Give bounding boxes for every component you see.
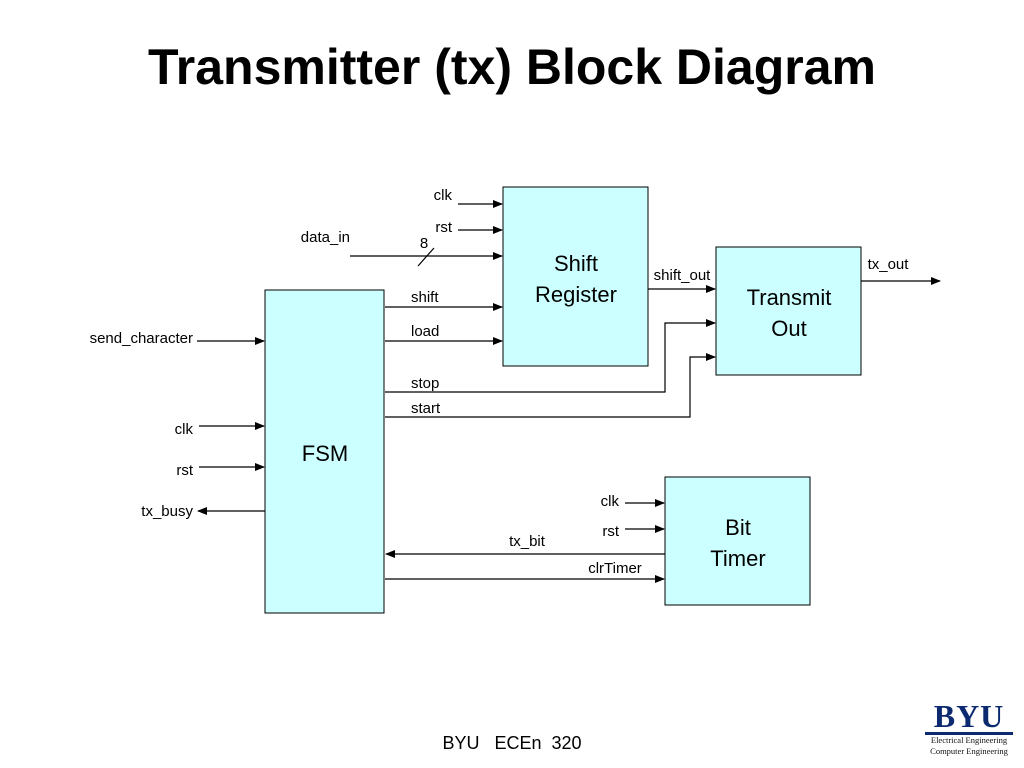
shift-register-label-line2: Register	[535, 282, 617, 307]
logo-line1: Electrical Engineering	[930, 735, 1008, 745]
bt-clk-label: clk	[601, 493, 620, 510]
bit-timer-block	[664, 476, 811, 606]
sr-rst-label: rst	[435, 219, 452, 236]
shift-out-label: shift_out	[654, 267, 712, 284]
send-character-label: send_character	[90, 330, 193, 347]
logo-line2: Computer Engineering	[930, 746, 1008, 756]
footer-text: BYU ECEn 320	[442, 733, 582, 753]
stop-wire	[385, 319, 716, 393]
bus-width-label: 8	[420, 235, 428, 252]
stop-label: stop	[411, 375, 439, 392]
tx-busy-label: tx_busy	[141, 503, 193, 520]
bit-timer-label-line1: Bit	[725, 515, 751, 540]
fsm-clk-label: clk	[175, 421, 194, 438]
start-label: start	[411, 400, 441, 417]
tx-bit-label: tx_bit	[509, 533, 546, 550]
sr-clk-label: clk	[434, 187, 453, 204]
tx-out-label: tx_out	[868, 256, 910, 273]
shift-register-block	[502, 186, 649, 367]
shift-label: shift	[411, 289, 439, 306]
bus-width-slash	[417, 247, 435, 267]
clr-timer-label: clrTimer	[588, 560, 642, 577]
fsm-rst-label: rst	[176, 462, 193, 479]
byu-logo: BYU Electrical Engineering Computer Engi…	[921, 700, 1017, 762]
fsm-label: FSM	[302, 441, 348, 466]
bt-rst-label: rst	[602, 523, 619, 540]
transmit-out-label-line2: Out	[771, 316, 806, 341]
load-label: load	[411, 323, 439, 340]
logo-rule	[925, 732, 1013, 735]
transmit-out-label-line1: Transmit	[747, 285, 832, 310]
shift-register-label-line1: Shift	[554, 251, 598, 276]
logo-name: BYU	[933, 698, 1005, 734]
transmit-out-block	[715, 246, 862, 376]
start-wire	[385, 353, 716, 418]
slide-title: Transmitter (tx) Block Diagram	[148, 39, 876, 95]
bit-timer-label-line2: Timer	[710, 546, 765, 571]
fsm-block	[264, 289, 385, 614]
data-in-label: data_in	[301, 229, 350, 246]
